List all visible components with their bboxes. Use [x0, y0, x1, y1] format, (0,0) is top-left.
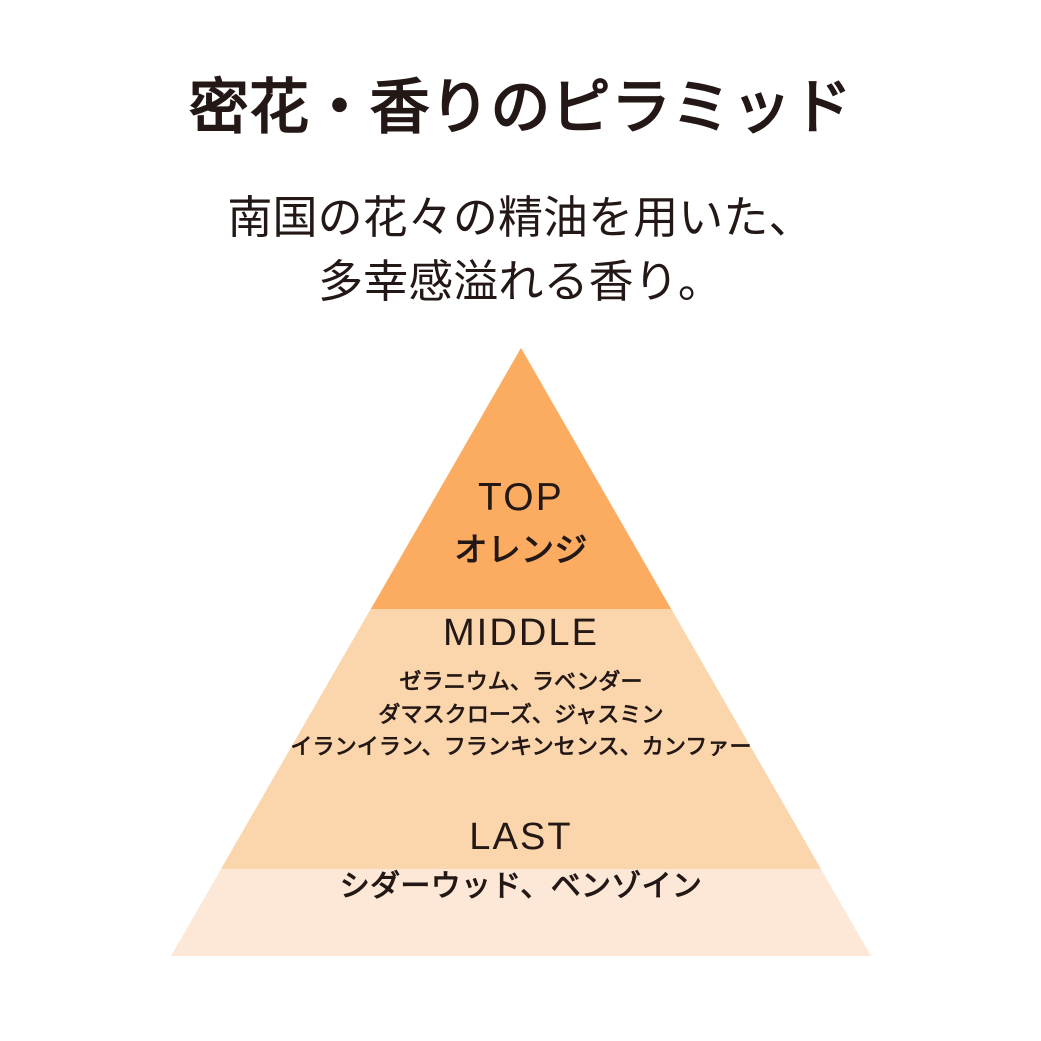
scent-pyramid-diagram: TOP オレンジ MIDDLE ゼラニウム、ラベンダー ダマスクローズ、ジャスミ… — [171, 348, 871, 956]
subtitle-line-1: 南国の花々の精油を用いた、 — [227, 192, 814, 243]
subtitle-line-2: 多幸感溢れる香り。 — [318, 255, 723, 307]
pyramid-band-labels: TOP オレンジ MIDDLE ゼラニウム、ラベンダー ダマスクローズ、ジャスミ… — [171, 348, 871, 956]
page-subtitle: 南国の花々の精油を用いた、 多幸感溢れる香り。 — [0, 186, 1041, 314]
band-top-note-line-1: オレンジ — [454, 531, 588, 568]
pyramid-band-top: TOP オレンジ — [171, 478, 871, 570]
page-title: 密花・香りのピラミッド — [188, 74, 853, 141]
band-last-name: LAST — [469, 816, 573, 858]
pyramid-band-top-shape — [371, 348, 671, 609]
band-last-note-line-1: シダーウッド、ベンゾイン — [339, 870, 703, 903]
band-top-notes: オレンジ — [171, 529, 871, 570]
band-middle-note-line-2: ダマスクローズ、ジャスミン — [378, 701, 664, 727]
band-middle-name: MIDDLE — [442, 612, 600, 654]
pyramid-band-last: LAST シダーウッド、ベンゾイン — [171, 818, 871, 906]
pyramid-band-middle: MIDDLE ゼラニウム、ラベンダー ダマスクローズ、ジャスミン イランイラン、… — [171, 614, 871, 764]
band-middle-note-line-3: イランイラン、フランキンセンス、カンファー — [290, 734, 752, 760]
band-top-name: TOP — [478, 476, 564, 519]
band-last-notes: シダーウッド、ベンゾイン — [171, 868, 871, 906]
band-middle-note-line-1: ゼラニウム、ラベンダー — [399, 669, 643, 694]
band-middle-notes: ゼラニウム、ラベンダー ダマスクローズ、ジャスミン イランイラン、フランキンセン… — [171, 666, 871, 764]
pyramid-shape — [171, 348, 871, 956]
